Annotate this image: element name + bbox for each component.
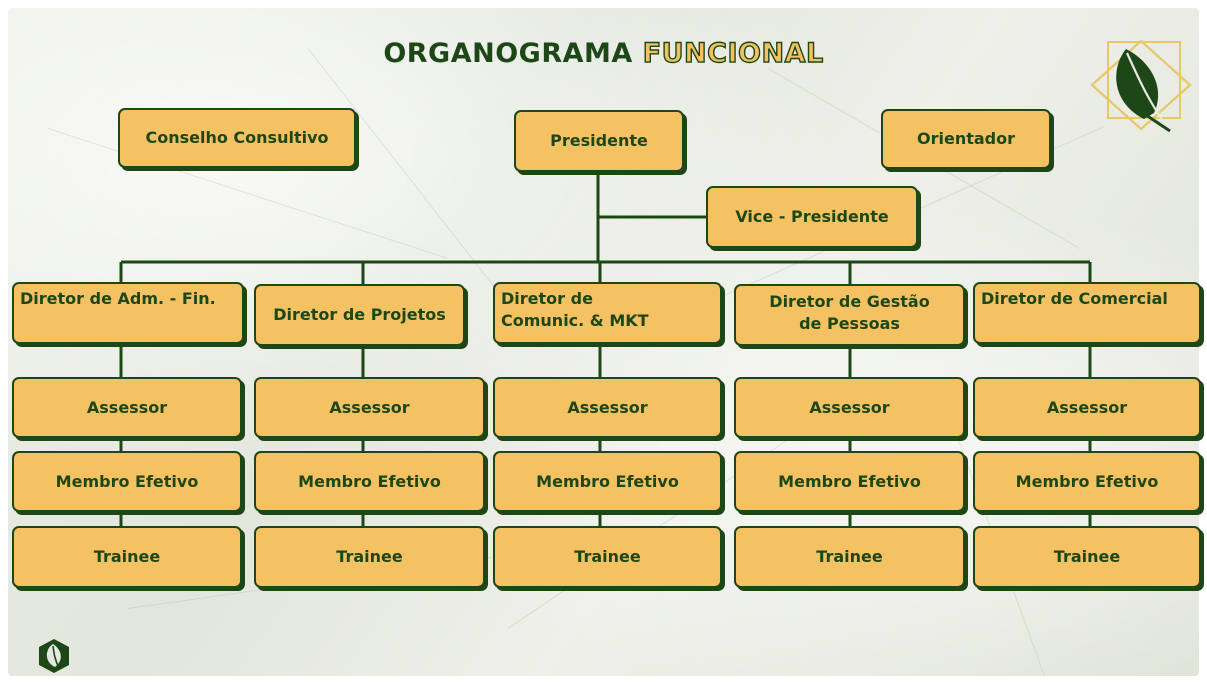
node-trainee: Trainee xyxy=(973,526,1201,588)
node-trainee: Trainee xyxy=(734,526,965,588)
node-assessor: Assessor xyxy=(493,377,722,438)
node-vice-presidente: Vice - Presidente xyxy=(706,186,918,248)
node-label: Trainee xyxy=(574,547,641,567)
node-label: Membro Efetivo xyxy=(298,471,441,491)
node-assessor: Assessor xyxy=(254,377,485,438)
node-label: Trainee xyxy=(336,547,403,567)
node-trainee: Trainee xyxy=(254,526,485,588)
title-part-1: ORGANOGRAMA xyxy=(383,38,633,69)
node-membro-efetivo: Membro Efetivo xyxy=(254,451,485,512)
node-label: Assessor xyxy=(329,397,410,417)
node-label: Orientador xyxy=(917,129,1015,149)
node-diretor-gestao-pessoas: Diretor de Gestão de Pessoas xyxy=(734,284,965,346)
node-membro-efetivo: Membro Efetivo xyxy=(973,451,1201,512)
node-label: Membro Efetivo xyxy=(55,471,199,491)
diagram-title: ORGANOGRAMA FUNCIONAL xyxy=(0,37,1207,69)
node-presidente: Presidente xyxy=(514,110,684,172)
node-trainee: Trainee xyxy=(12,526,242,588)
node-label: Conselho Consultivo xyxy=(145,128,329,148)
node-label: Diretor de Comercial xyxy=(981,289,1168,308)
node-conselho-consultivo: Conselho Consultivo xyxy=(118,108,356,168)
node-label: Diretor de Gestão de Pessoas xyxy=(769,292,930,333)
node-label: Vice - Presidente xyxy=(735,207,889,227)
node-label: Assessor xyxy=(86,397,168,417)
node-diretor-adm-fin: Diretor de Adm. - Fin. xyxy=(12,282,244,344)
leaf-badge-logo-icon xyxy=(39,639,69,673)
node-label: Membro Efetivo xyxy=(1015,471,1159,491)
node-trainee: Trainee xyxy=(493,526,722,588)
node-label: Assessor xyxy=(1046,397,1128,417)
node-label: Trainee xyxy=(816,547,883,567)
title-part-2: FUNCIONAL xyxy=(642,37,824,69)
node-assessor: Assessor xyxy=(973,377,1201,438)
node-label: Membro Efetivo xyxy=(778,471,921,491)
node-diretor-comunic-mkt: Diretor de Comunic. & MKT xyxy=(493,282,722,344)
node-diretor-comercial: Diretor de Comercial xyxy=(973,282,1201,344)
node-label: Assessor xyxy=(809,397,890,417)
node-assessor: Assessor xyxy=(12,377,242,438)
node-label: Trainee xyxy=(1053,547,1121,567)
node-assessor: Assessor xyxy=(734,377,965,438)
node-orientador: Orientador xyxy=(881,109,1051,169)
node-label: Presidente xyxy=(550,131,648,151)
node-diretor-projetos: Diretor de Projetos xyxy=(254,284,465,346)
node-label: Membro Efetivo xyxy=(536,471,679,491)
node-label: Diretor de Adm. - Fin. xyxy=(20,289,216,308)
node-membro-efetivo: Membro Efetivo xyxy=(734,451,965,512)
node-membro-efetivo: Membro Efetivo xyxy=(12,451,242,512)
node-label: Assessor xyxy=(567,397,648,417)
node-label: Diretor de Comunic. & MKT xyxy=(501,289,649,330)
leaf-diamond-logo-icon xyxy=(1090,39,1192,133)
node-label: Diretor de Projetos xyxy=(273,305,446,325)
node-membro-efetivo: Membro Efetivo xyxy=(493,451,722,512)
node-label: Trainee xyxy=(93,547,161,567)
